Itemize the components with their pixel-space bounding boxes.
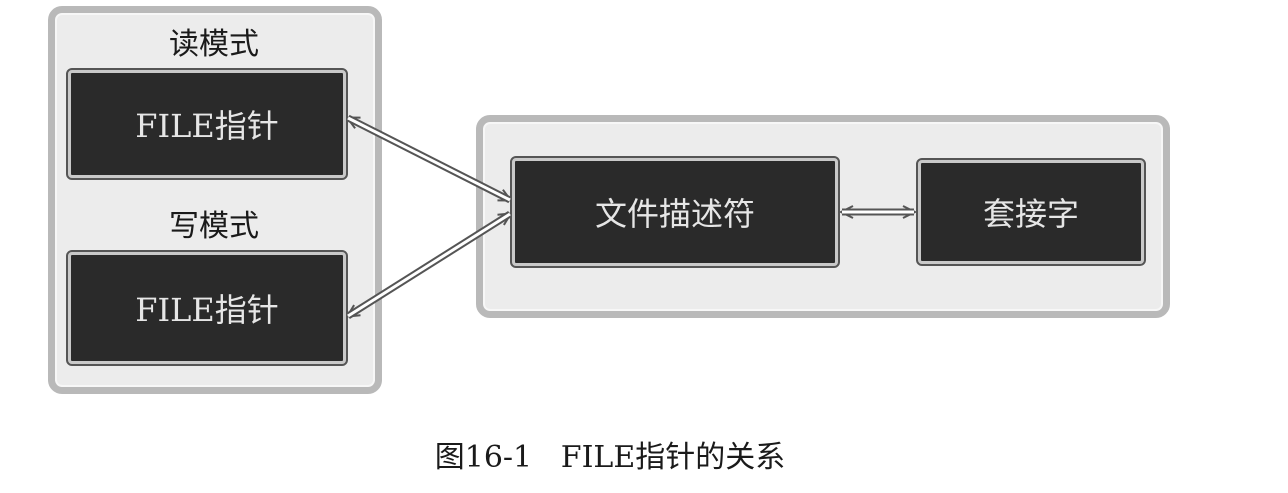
file-descriptor-box: 文件描述符: [510, 156, 840, 268]
write-file-pointer-box: FILE指针: [66, 250, 348, 366]
read-pointer-to-descriptor-arrow: [348, 114, 510, 204]
figure-caption: 图16-1 FILE指针的关系: [434, 440, 786, 475]
socket-label: 套接字: [982, 195, 1079, 233]
write-mode-label: 写模式: [169, 209, 259, 244]
file-descriptor-label: 文件描述符: [594, 195, 755, 233]
write-pointer-to-descriptor-arrow: [348, 211, 510, 319]
socket-box: 套接字: [916, 158, 1146, 266]
write-file-pointer-label: FILE指针: [135, 291, 279, 329]
read-file-pointer-box: FILE指针: [66, 68, 348, 180]
read-file-pointer-label: FILE指针: [135, 107, 279, 145]
read-mode-label: 读模式: [169, 27, 259, 62]
